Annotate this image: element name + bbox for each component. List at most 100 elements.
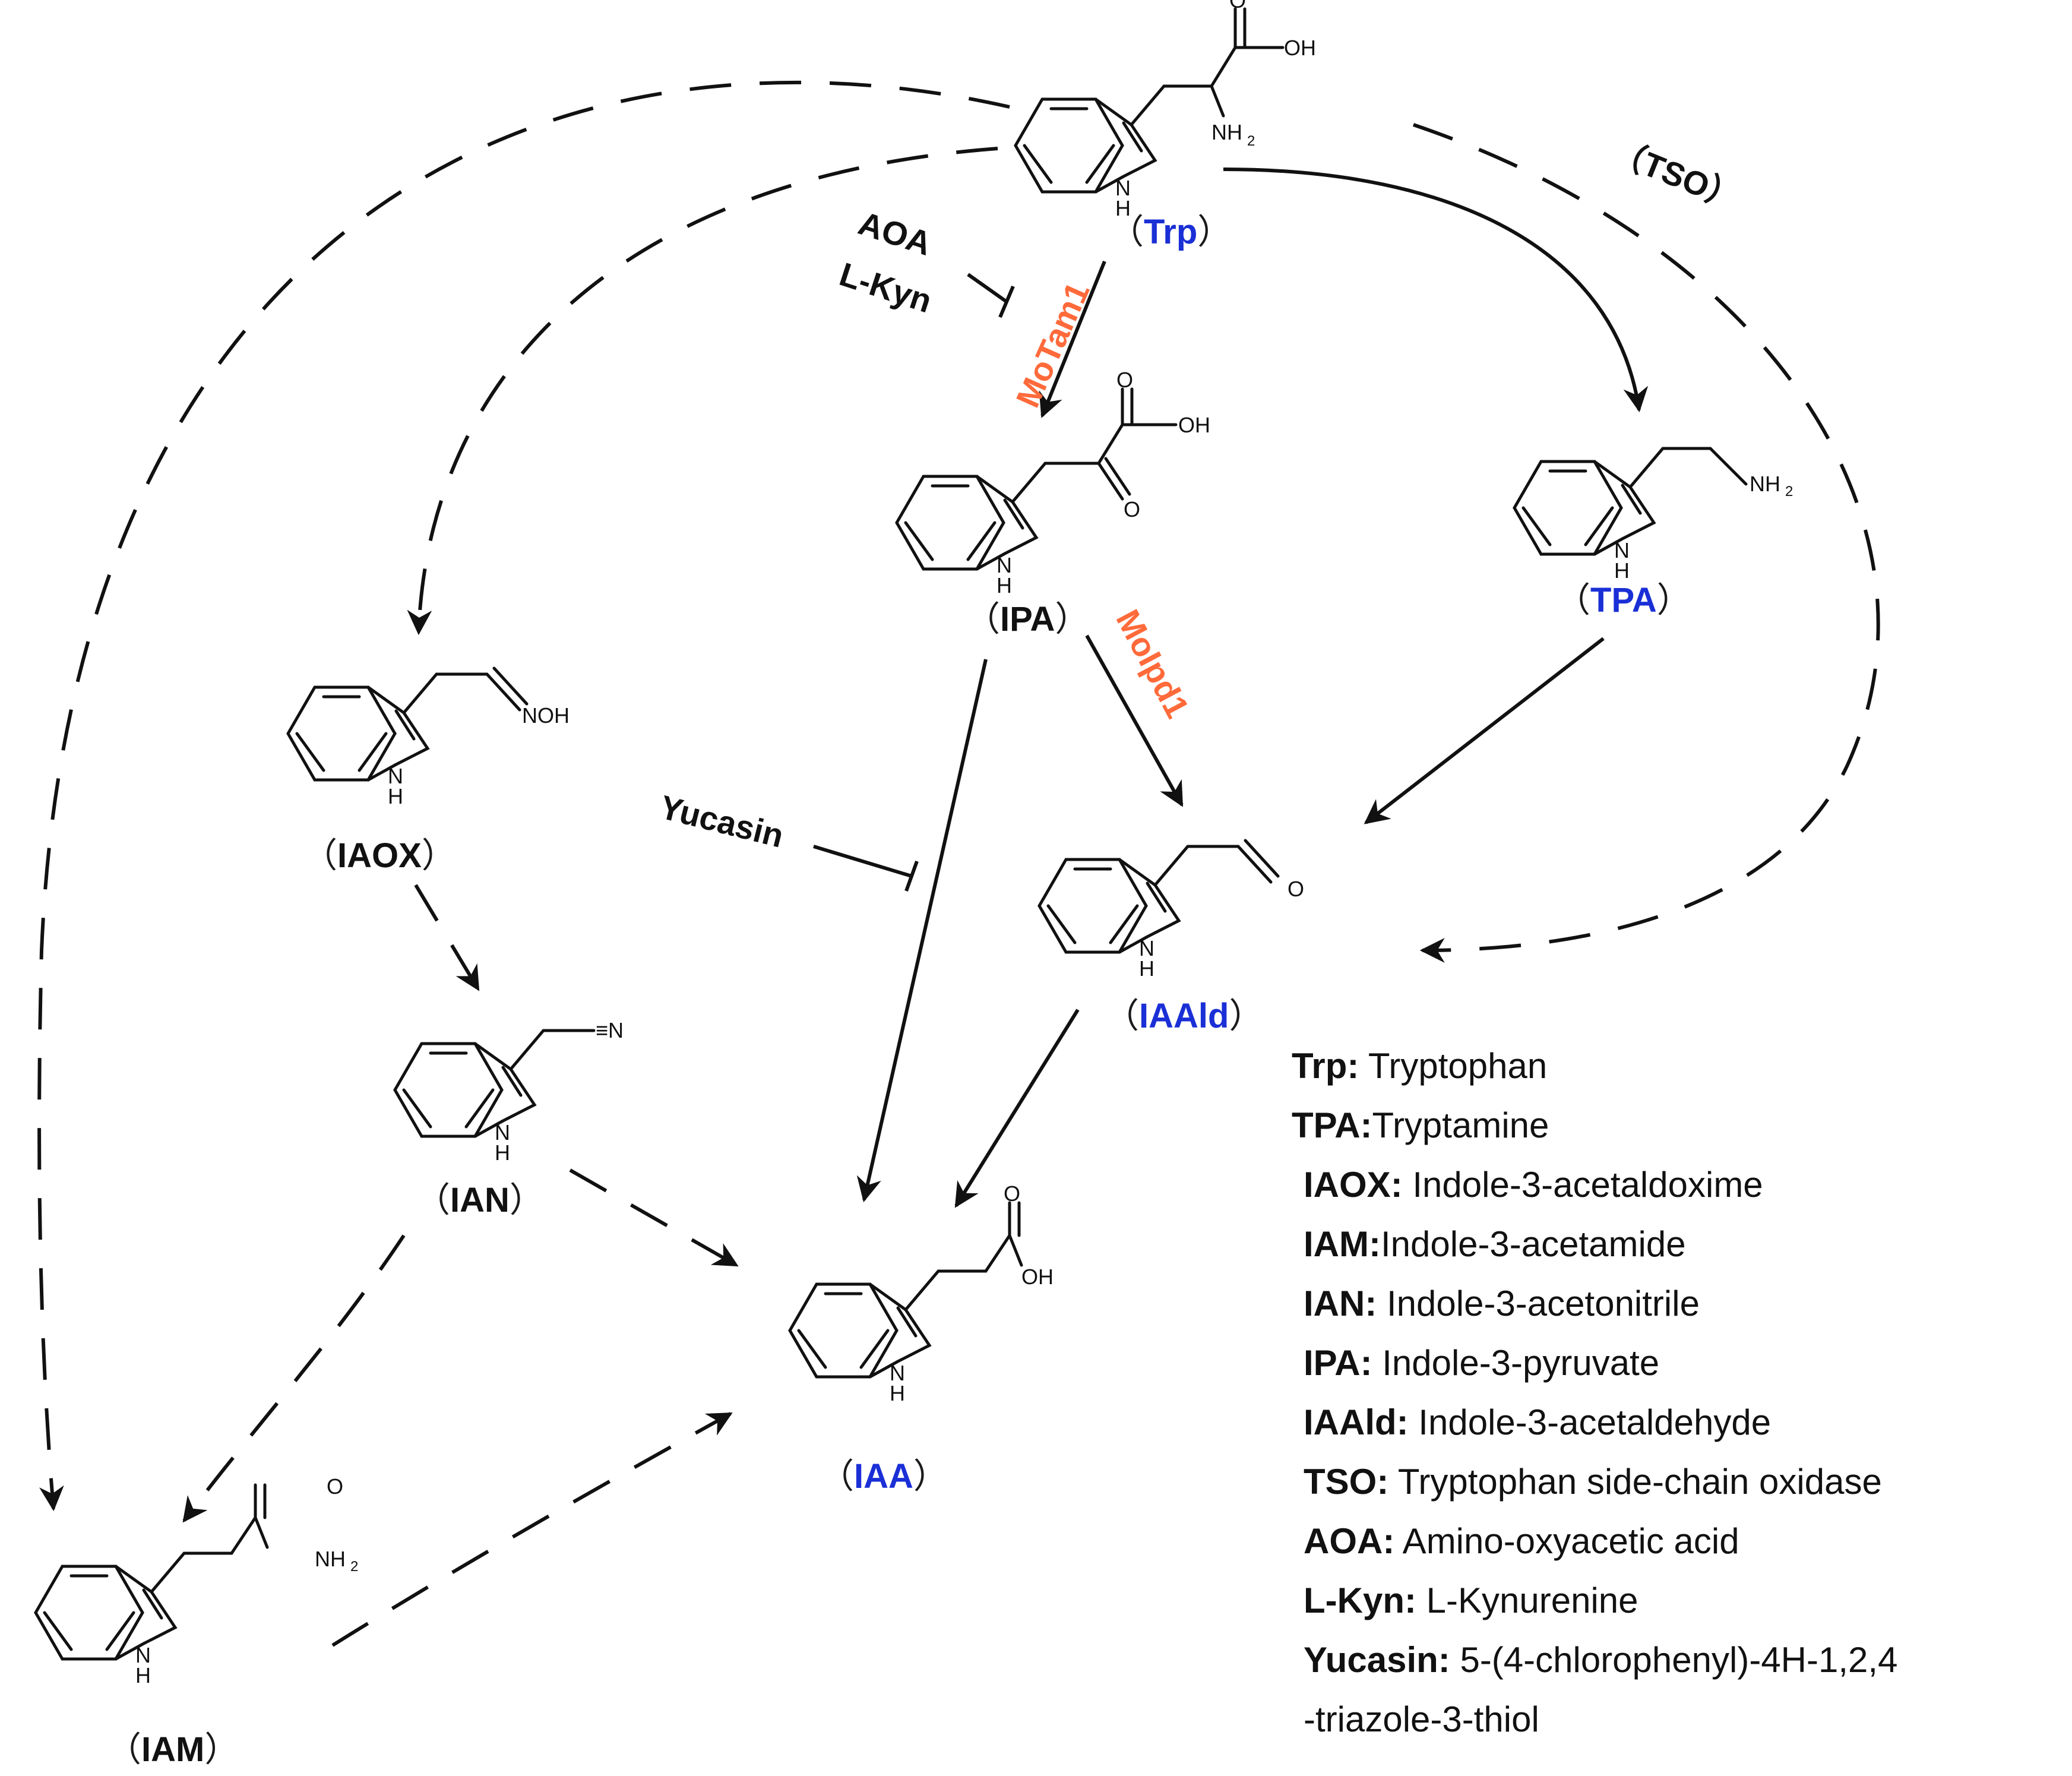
trp-nh2-sub: 2 — [1247, 133, 1255, 149]
iam-o-atom: O — [327, 1474, 343, 1499]
legend-value: Tryptamine — [1372, 1105, 1549, 1145]
label-iaa: （IAA） — [820, 1457, 948, 1496]
iaa-h-atom: H — [890, 1381, 905, 1405]
legend-key: L-Kyn: — [1304, 1581, 1416, 1620]
tpa-nh2-atom: NH — [1750, 472, 1780, 496]
label-trp: （Trp） — [1109, 213, 1232, 251]
molecule-iaox: NOH N H — [288, 666, 570, 808]
trp-n-atom: N — [1115, 176, 1131, 200]
legend-value: Indole-3-acetamide — [1381, 1224, 1686, 1264]
iaa-o-atom: O — [1004, 1181, 1020, 1206]
legend-value: Indole-3-acetonitrile — [1377, 1284, 1700, 1323]
dashed-trp-to-iaox — [407, 147, 998, 636]
iaox-n-atom: N — [388, 764, 403, 788]
label-ian: （IAN） — [416, 1181, 544, 1219]
legend-row: IAM:Indole-3-acetamide — [1304, 1224, 1686, 1264]
iaald-o-atom: O — [1288, 877, 1304, 901]
dashed-iaox-to-ian — [414, 884, 480, 991]
iaald-n-atom: N — [1139, 936, 1154, 960]
legend-value: Tryptophan — [1359, 1046, 1547, 1086]
molecule-iaa: O OH N H — [790, 1181, 1054, 1405]
inhibitor-aoa: AOA — [854, 204, 936, 262]
enzyme-moipd1: MoIpd1 — [1109, 603, 1197, 724]
molecule-iaald: O N H — [1039, 839, 1304, 981]
tpa-nh2-sub: 2 — [1785, 483, 1793, 500]
label-iaox: （IAOX） — [303, 836, 456, 875]
enzyme-tso: （TSO） — [1607, 132, 1746, 217]
arrow-ipa-to-iaald — [1085, 634, 1184, 807]
iaox-noh-atom: NOH — [522, 703, 570, 728]
legend-key: Yucasin: — [1304, 1640, 1450, 1680]
label-ipa: （IPA） — [966, 600, 1089, 639]
dashed-ian-to-iam — [182, 1234, 406, 1523]
legend-key: TPA: — [1292, 1105, 1372, 1145]
legend-row: TSO: Tryptophan side-chain oxidase — [1304, 1462, 1882, 1502]
ipa-h-atom: H — [997, 573, 1012, 598]
ipa-o-atom: O — [1124, 497, 1140, 522]
legend-row: IAN: Indole-3-acetonitrile — [1304, 1284, 1700, 1323]
legend-row: AOA: Amino-oxyacetic acid — [1304, 1521, 1739, 1561]
legend-row: IAOX: Indole-3-acetaldoxime — [1304, 1165, 1763, 1205]
inhibitor-yucasin: Yucasin — [656, 788, 787, 855]
tpa-h-atom: H — [1614, 558, 1630, 583]
molecule-ian: ≡N N H — [395, 1018, 624, 1165]
ipa-o-top-atom: O — [1116, 368, 1133, 392]
arrow-iaald-to-iaa — [954, 1009, 1080, 1208]
molecule-iam: O NH 2 N H — [36, 1474, 358, 1687]
arrow-tpa-to-iaald — [1364, 637, 1605, 824]
dashed-trp-to-iam — [37, 80, 1010, 1512]
ipa-oh-atom: OH — [1178, 413, 1210, 437]
ipa-n-atom: N — [997, 553, 1012, 577]
inhibitor-lkyn: L-Kyn — [835, 255, 936, 320]
arrow-ipa-to-iaa — [856, 659, 988, 1203]
molecule-tpa: NH 2 N H — [1514, 447, 1793, 583]
legend-key: IPA: — [1304, 1343, 1372, 1383]
trp-h-atom: H — [1115, 196, 1131, 220]
inhibition-aoa-lkyn — [967, 273, 1015, 318]
legend-row: L-Kyn: L-Kynurenine — [1304, 1581, 1638, 1620]
legend-value: Tryptophan side-chain oxidase — [1388, 1462, 1882, 1502]
legend-value: Amino-oxyacetic acid — [1394, 1521, 1739, 1561]
iam-nh2-atom: NH — [315, 1547, 346, 1571]
legend-row: Trp: Tryptophan — [1292, 1046, 1547, 1086]
ian-triple-n-atom: ≡N — [596, 1018, 624, 1042]
iam-nh2-sub: 2 — [350, 1559, 358, 1575]
ian-n-atom: N — [495, 1120, 510, 1145]
dashed-ian-to-iaa — [569, 1168, 739, 1267]
legend-row: IAAld: Indole-3-acetaldehyde — [1304, 1402, 1771, 1442]
legend-key: Trp: — [1292, 1046, 1359, 1086]
iaald-h-atom: H — [1139, 956, 1154, 981]
trp-oh-atom: OH — [1284, 36, 1316, 60]
label-iaald: （IAAld） — [1105, 997, 1263, 1035]
arrow-trp-to-ipa — [1039, 260, 1106, 418]
legend-value: L-Kynurenine — [1416, 1581, 1638, 1620]
molecule-ipa: O OH O N H — [897, 368, 1210, 598]
legend-row: -triazole-3-thiol — [1304, 1699, 1539, 1739]
arrow-trp-to-tpa — [1223, 168, 1649, 413]
iam-h-atom: H — [135, 1663, 151, 1687]
legend-value: -triazole-3-thiol — [1304, 1699, 1539, 1739]
iaa-oh-atom: OH — [1021, 1265, 1054, 1289]
ian-h-atom: H — [495, 1140, 510, 1165]
trp-nh2-atom: NH — [1211, 120, 1242, 144]
legend-value: Indole-3-acetaldehyde — [1409, 1402, 1771, 1442]
dashed-iam-to-iaa — [331, 1412, 733, 1647]
label-tpa: （TPA） — [1556, 581, 1691, 620]
legend-key: IAM: — [1304, 1224, 1381, 1264]
legend-value: 5-(4-chlorophenyl)-4H-1,2,4 — [1450, 1640, 1898, 1680]
tpa-n-atom: N — [1614, 538, 1630, 562]
legend-value: Indole-3-pyruvate — [1372, 1343, 1660, 1383]
iaa-n-atom: N — [890, 1361, 905, 1385]
legend-key: TSO: — [1304, 1462, 1388, 1502]
inhibition-yucasin — [813, 845, 919, 892]
legend-key: IAN: — [1304, 1284, 1377, 1323]
legend-row: IPA: Indole-3-pyruvate — [1304, 1343, 1659, 1383]
trp-o-atom: O — [1229, 0, 1246, 12]
legend-value: Indole-3-acetaldoxime — [1403, 1165, 1763, 1205]
dashed-trp-tso-to-iaald — [1413, 123, 1880, 963]
label-iam: （IAM） — [107, 1730, 239, 1769]
legend-key: AOA: — [1304, 1521, 1394, 1561]
legend-row: TPA:Tryptamine — [1292, 1105, 1549, 1145]
